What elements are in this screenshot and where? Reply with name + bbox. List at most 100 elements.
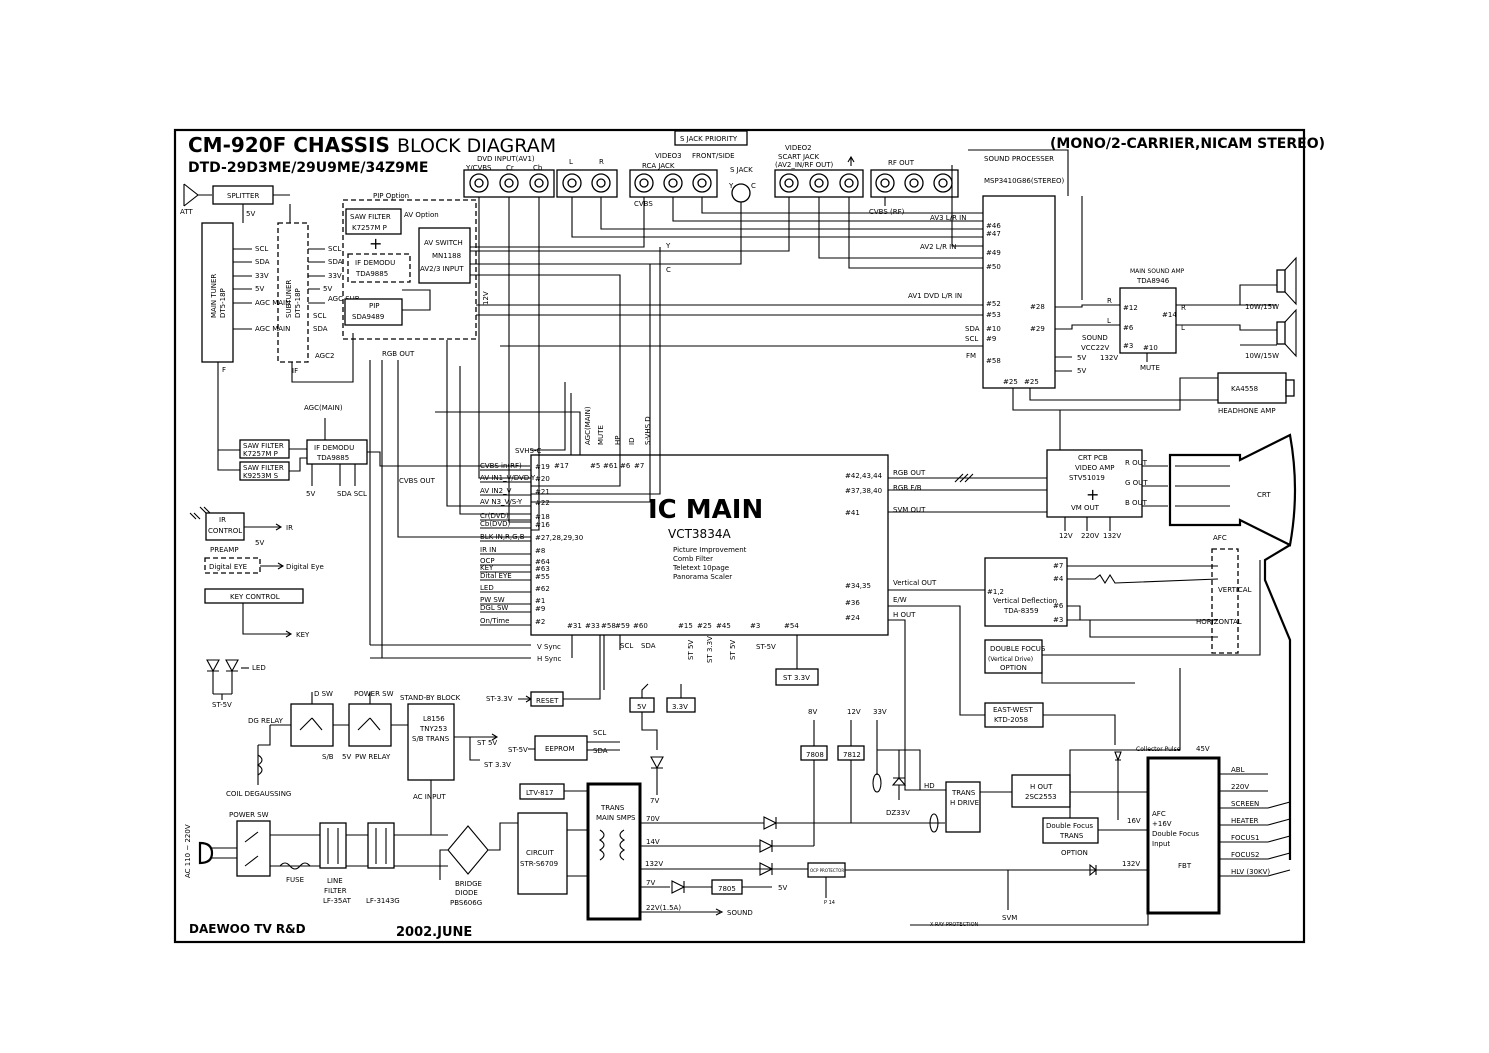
svg-text:5V: 5V [637,703,646,711]
svg-text:MN1188: MN1188 [432,252,461,260]
ic-main-top-signal: MUTE [597,425,605,445]
svg-text:132V: 132V [1100,354,1118,362]
svg-text:#29: #29 [1030,325,1045,333]
svg-text:#49: #49 [986,249,1001,257]
pip-option-label: PIP Option [373,192,409,200]
east-west-box[interactable] [984,702,1044,728]
headphone-amp-box[interactable] [1217,372,1287,404]
fbt-output-wire [1267,801,1291,809]
rf-jacks [875,173,953,193]
svg-text:DOUBLE FOCUS: DOUBLE FOCUS [990,645,1046,653]
main-sound-amp-box[interactable] [1119,287,1177,354]
sound-processor-box[interactable] [982,195,1056,389]
hout-box[interactable] [1011,774,1071,808]
svg-text:TRANS: TRANS [951,789,976,797]
ic-main-pin-signal: AV N3_V/S-Y [480,498,523,506]
svg-text:#12: #12 [1123,304,1138,312]
svg-text:STV51019: STV51019 [1069,474,1105,482]
main-smps-box[interactable] [586,782,642,921]
ic-main-bottom-pin: #3 [750,622,760,630]
eeprom-box[interactable] [534,735,588,761]
svg-text:#3: #3 [1053,616,1063,624]
trans-hdrive-box[interactable] [945,781,981,833]
subtuner-if: IF [292,367,298,375]
fbt-box[interactable] [1146,756,1221,915]
ic-main-right-signal: E/W [893,596,907,604]
main-tuner-f: F [222,366,226,374]
pw-relay-box[interactable] [348,703,392,747]
svg-text:R: R [1107,297,1112,305]
svg-text:7V: 7V [646,879,655,887]
antenna-icon [183,183,212,207]
ic-main-pin-signal: On/Time [480,617,509,625]
df-trans-box[interactable] [1042,817,1099,844]
ic-main-right-pin: #24 [845,614,860,622]
ic-main-pin-number: #55 [535,573,550,581]
svg-text:S/B: S/B [322,753,334,761]
sound-amp-pins: #12 #6 #3 #14 #10 [1123,304,1177,352]
svg-text:SCL: SCL [255,245,268,253]
reg-7805-box [711,879,743,895]
svg-text:CRT PCB: CRT PCB [1078,454,1108,462]
ic-main-feature: Comb Filter [673,555,713,563]
ic-main-pin-number: #9 [535,605,545,613]
agc-main-label: AGC(MAIN) [304,404,343,412]
svg-text:10W/15W: 10W/15W [1245,303,1279,311]
fbt-output-label: HLV (30KV) [1231,868,1270,876]
ic-main-top-signal: ID [628,438,636,445]
svg-text:SCL: SCL [965,335,978,343]
ic-main-pin-signal: Cr(DVD) [480,512,509,520]
svg-text:AGC2: AGC2 [315,352,334,360]
fbt-output-wire [1267,869,1291,877]
model-list: DTD-29D3ME/29U9ME/34Z9ME [188,160,428,176]
svg-text:TDA9885: TDA9885 [316,454,349,462]
svg-text:(Vertical Drive): (Vertical Drive) [988,656,1033,663]
svg-text:IR: IR [219,516,226,524]
svg-text:SDA: SDA [965,325,980,333]
svg-text:+: + [1086,485,1099,504]
svg-text:POWER SW: POWER SW [229,811,269,819]
key-control-box [204,588,304,604]
svg-text:KEY: KEY [296,631,310,639]
splitter-label: SPLITTER [227,192,259,200]
main-tuner-part: DT5-18P [219,288,227,318]
svg-text:ST-5V: ST-5V [212,701,232,709]
svg-text:AV2 L/R IN: AV2 L/R IN [920,243,956,251]
svg-text:TDA9885: TDA9885 [355,270,388,278]
svg-text:132V: 132V [1122,860,1140,868]
smps-circuit-box[interactable] [517,812,568,895]
svg-text:SDA9489: SDA9489 [352,313,384,321]
fbt-input-label: Double Focus [1152,830,1199,838]
svg-text:IR: IR [286,524,293,532]
fbt-output-wire [1267,852,1291,860]
svg-text:AFC: AFC [1213,534,1227,542]
svg-text:#50: #50 [986,263,1001,271]
svg-text:#6: #6 [1123,324,1134,332]
svg-text:TNY253: TNY253 [419,725,447,733]
dg-relay-box[interactable] [290,703,334,747]
fbt-output-label: ABL [1231,766,1245,774]
line-filter-icon [319,822,395,869]
vertical-deflection-box[interactable] [984,557,1068,627]
crt-pcb-box[interactable] [1046,449,1143,518]
svg-text:#3: #3 [1123,342,1133,350]
fbt-input-label: AFC [1152,810,1166,818]
ic-main-top-signal: HP [614,436,622,446]
svg-text:H DRIVE: H DRIVE [950,799,979,807]
double-focus-box[interactable] [984,639,1043,674]
scart-jack-label: SCART JACK [778,153,819,161]
ic-main-bottom-pin: #15 [678,622,693,630]
svg-text:7808: 7808 [806,751,824,759]
ic-main-box[interactable] [530,454,889,636]
standby-block-box[interactable] [407,703,455,781]
svg-text:ST 3.3V: ST 3.3V [706,636,714,663]
bridge-diode-icon [439,822,520,880]
svg-text:SDA SCL: SDA SCL [337,490,367,498]
svg-text:SDA: SDA [593,747,608,755]
ic-main-top-pin: #17 [554,462,569,470]
svg-text:132V: 132V [645,860,663,868]
svg-text:AV SWITCH: AV SWITCH [424,239,463,247]
